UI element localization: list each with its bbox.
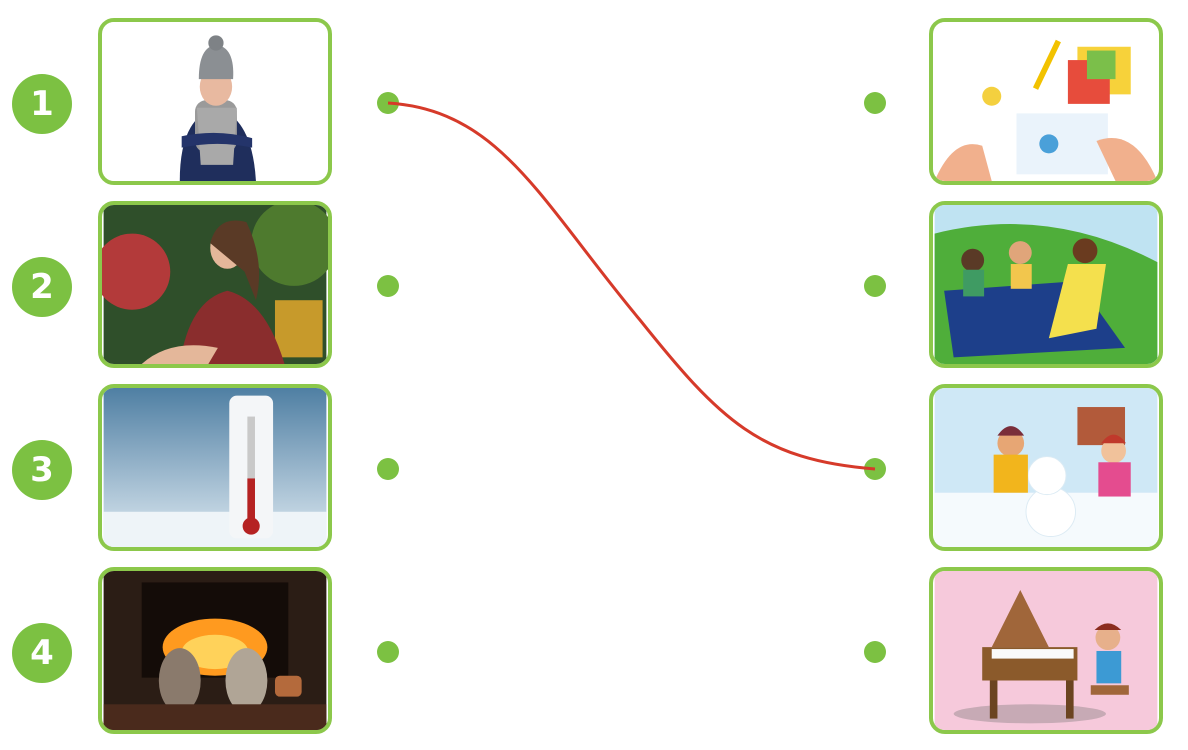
- left-card-3-thermometer-snow[interactable]: [98, 384, 332, 551]
- hot-person-image: [102, 205, 328, 364]
- badge-4: 4: [12, 623, 72, 683]
- thermometer-snow-image: [103, 388, 327, 547]
- left-card-4-fireplace[interactable]: [98, 567, 332, 734]
- crafts-image: [934, 22, 1158, 181]
- right-dot-4[interactable]: [864, 641, 886, 663]
- picnic-image: [934, 205, 1158, 364]
- right-dot-3[interactable]: [864, 458, 886, 480]
- left-dot-1[interactable]: [377, 92, 399, 114]
- left-card-1-cold-person[interactable]: [98, 18, 332, 185]
- cold-person-image: [103, 22, 327, 181]
- right-dot-2[interactable]: [864, 275, 886, 297]
- right-card-4-piano[interactable]: [929, 567, 1163, 734]
- connection-line-1-to-3: [387, 101, 876, 471]
- fireplace-image: [103, 571, 327, 730]
- right-card-1-crafts[interactable]: [929, 18, 1163, 185]
- badge-2: 2: [12, 257, 72, 317]
- right-card-2-picnic[interactable]: [929, 201, 1163, 368]
- right-card-3-snowman[interactable]: [929, 384, 1163, 551]
- left-dot-2[interactable]: [377, 275, 399, 297]
- left-card-2-hot-person[interactable]: [98, 201, 332, 368]
- badge-3: 3: [12, 440, 72, 500]
- badge-1: 1: [12, 74, 72, 134]
- piano-image: [934, 571, 1158, 730]
- snowman-image: [934, 388, 1158, 547]
- right-dot-1[interactable]: [864, 92, 886, 114]
- left-dot-3[interactable]: [377, 458, 399, 480]
- left-dot-4[interactable]: [377, 641, 399, 663]
